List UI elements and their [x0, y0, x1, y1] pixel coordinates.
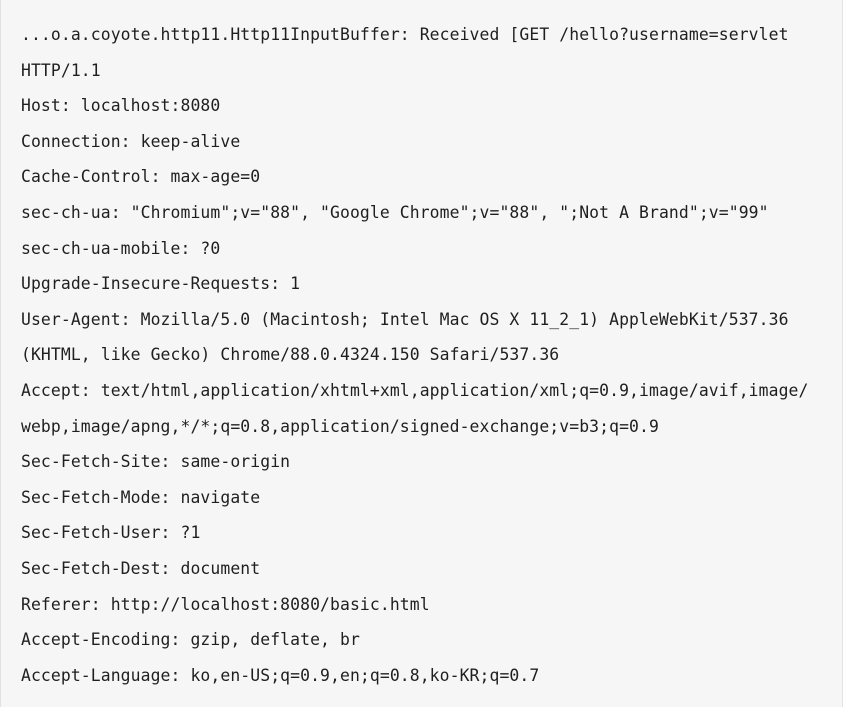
log-line-accept-language: Accept-Language: ko,en-US;q=0.9,en;q=0.8… [21, 665, 540, 685]
log-line-user-agent: User-Agent: Mozilla/5.0 (Macintosh; Inte… [21, 309, 789, 329]
log-lines: ...o.a.coyote.http11.Http11InputBuffer: … [21, 17, 808, 693]
log-line-sec-ch-ua-mobile: sec-ch-ua-mobile: ?0 [21, 238, 221, 258]
log-line-upgrade-insecure-requests: Upgrade-Insecure-Requests: 1 [21, 274, 301, 294]
log-line-accept: Accept: text/html,application/xhtml+xml,… [21, 380, 809, 400]
log-line-host: Host: localhost:8080 [21, 96, 221, 116]
log-line-sec-fetch-mode: Sec-Fetch-Mode: navigate [21, 487, 261, 507]
log-line-accept-cont: webp,image/apng,*/*;q=0.8,application/si… [21, 416, 659, 436]
log-line-sec-ch-ua: sec-ch-ua: "Chromium";v="88", "Google Ch… [21, 202, 769, 222]
log-line-sec-fetch-site: Sec-Fetch-Site: same-origin [21, 452, 291, 472]
log-line-connection: Connection: keep-alive [21, 131, 241, 151]
log-line-user-agent-cont: (KHTML, like Gecko) Chrome/88.0.4324.150… [21, 345, 560, 365]
log-line-protocol: HTTP/1.1 [21, 60, 101, 80]
log-line-request: ...o.a.coyote.http11.Http11InputBuffer: … [21, 25, 789, 44]
log-line-referer: Referer: http://localhost:8080/basic.htm… [21, 594, 430, 614]
log-line-sec-fetch-user: Sec-Fetch-User: ?1 [21, 523, 201, 543]
log-line-sec-fetch-dest: Sec-Fetch-Dest: document [21, 558, 261, 578]
log-line-accept-encoding: Accept-Encoding: gzip, deflate, br [21, 630, 360, 650]
log-line-cache-control: Cache-Control: max-age=0 [21, 167, 261, 187]
